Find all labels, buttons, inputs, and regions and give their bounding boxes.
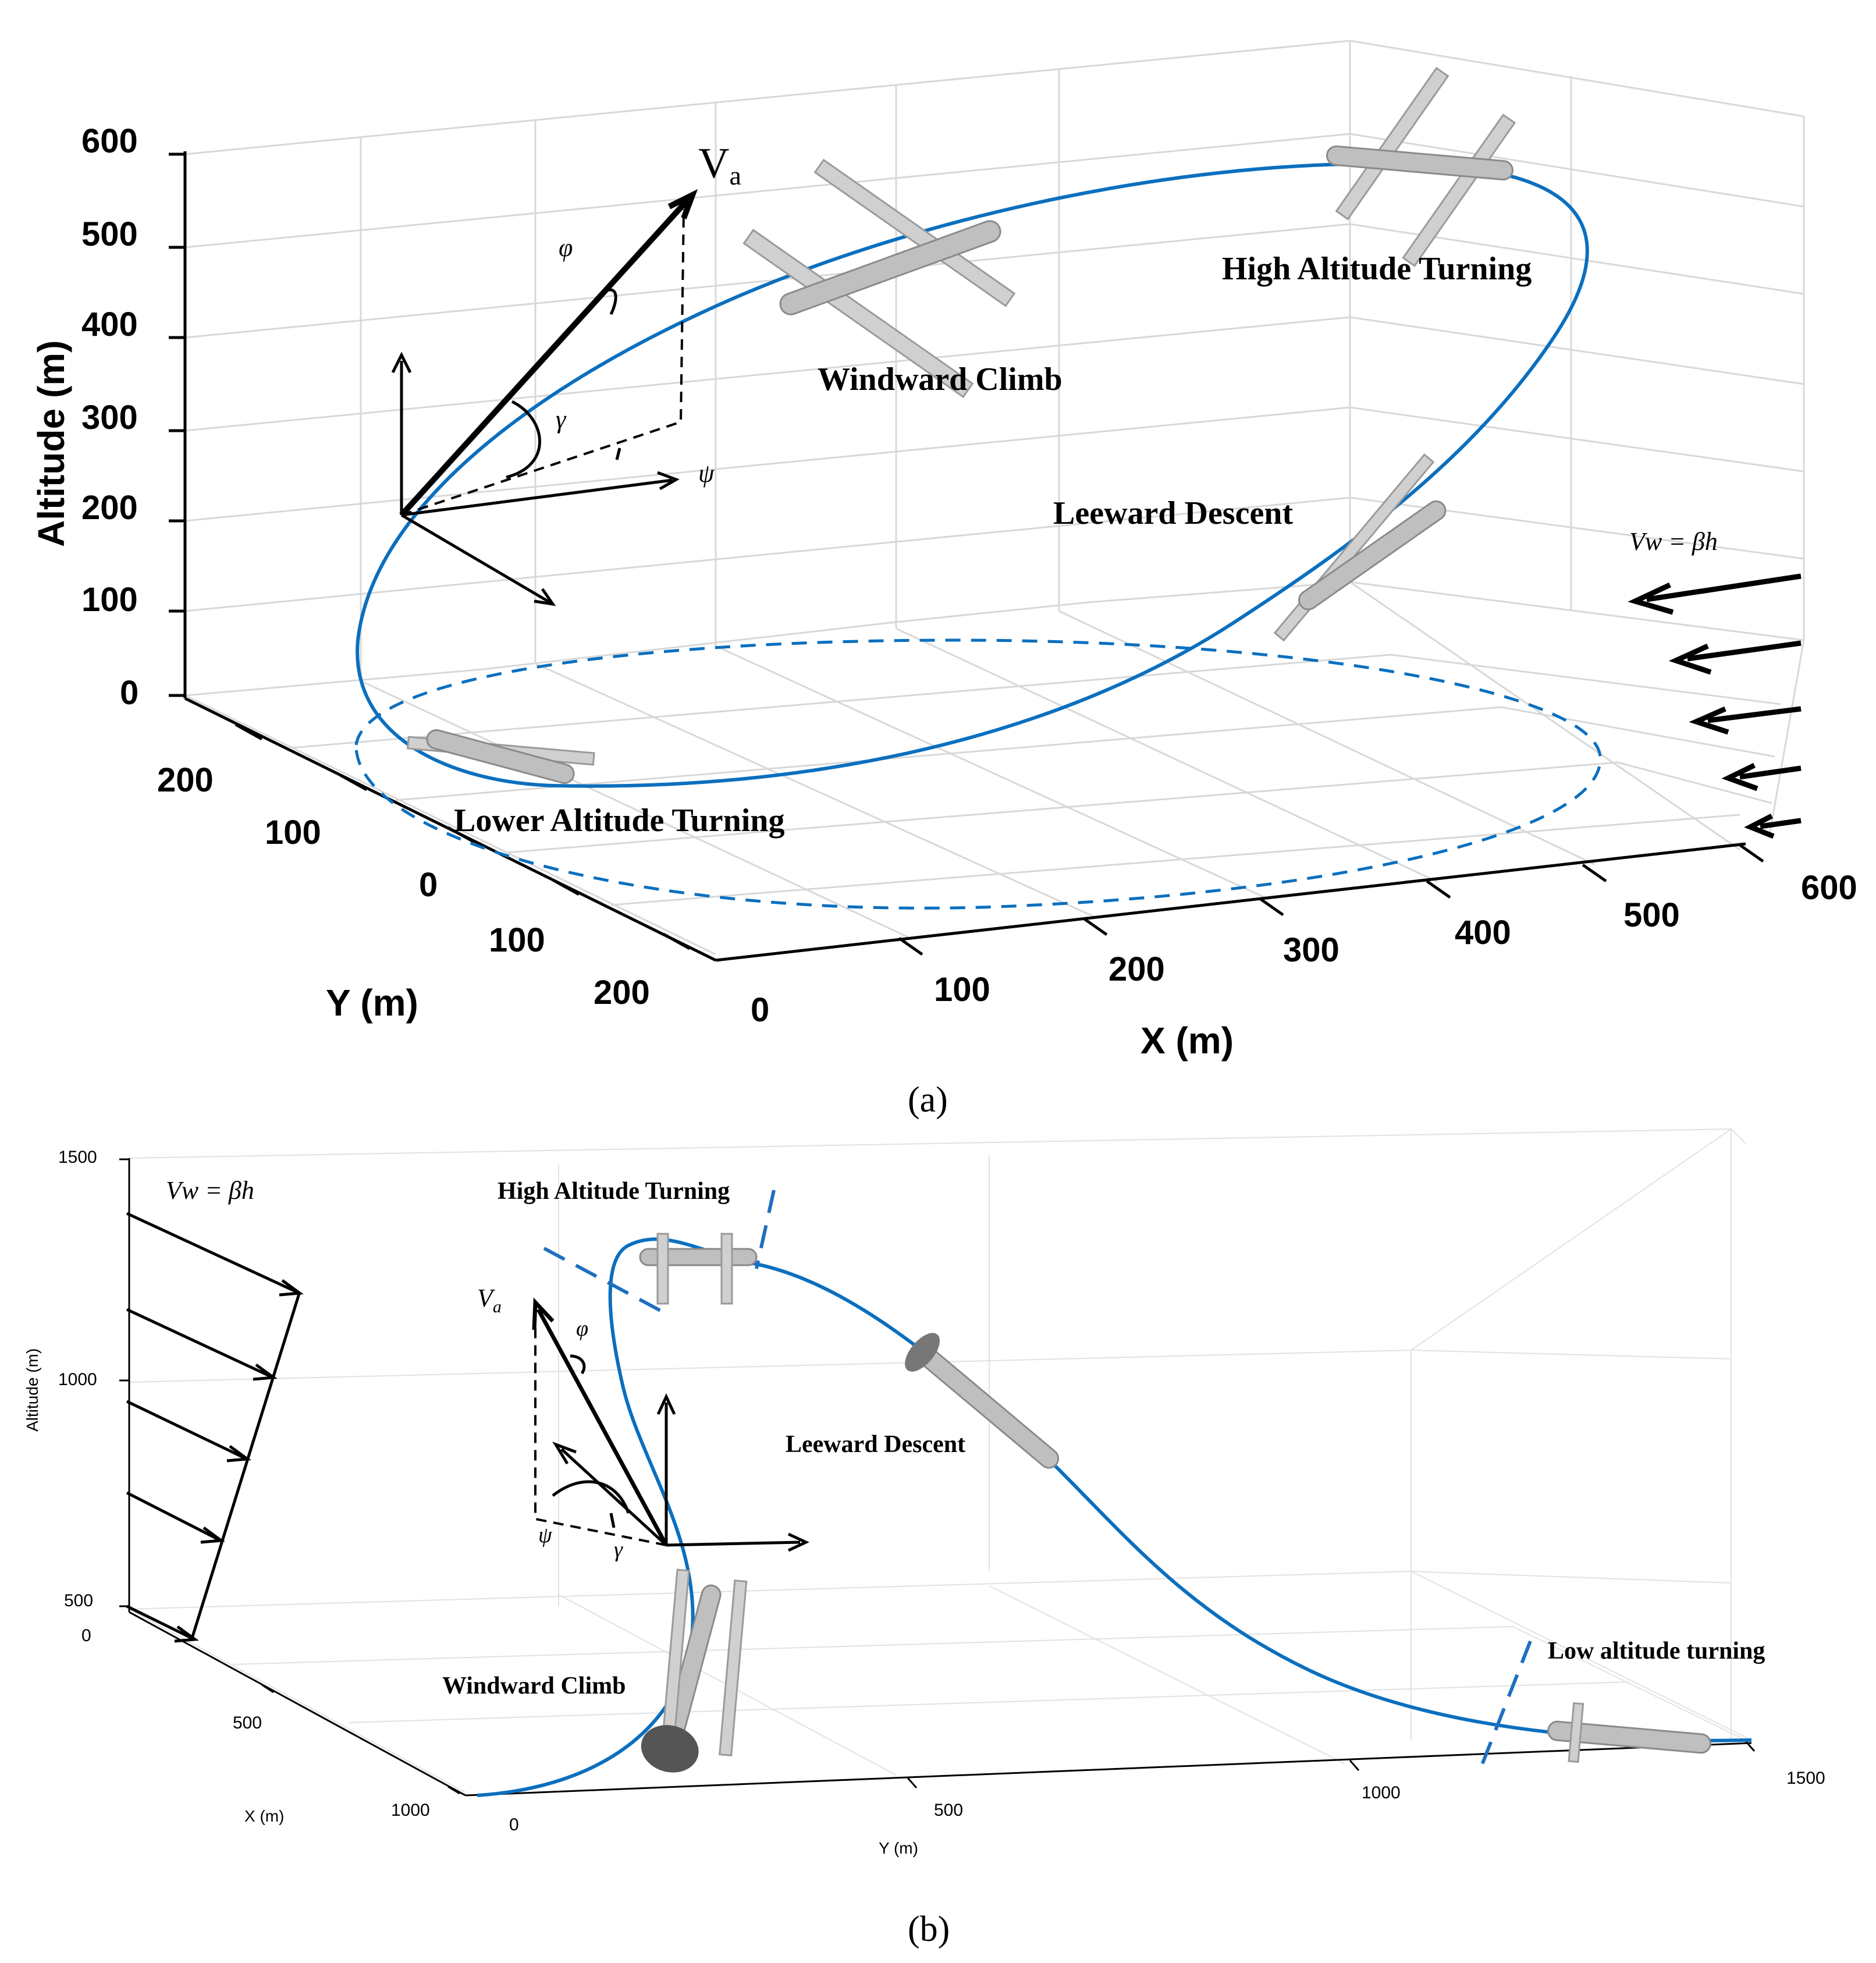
panel-b-z-tick: 500 — [64, 1591, 93, 1610]
panel-a-x-axis — [715, 842, 1746, 962]
panel-b-cut-3 — [1476, 1640, 1532, 1776]
panel-b-frame — [532, 1297, 809, 1552]
panel-a-y-tick: 100 — [265, 814, 321, 851]
panel-b-y-tick: 1000 — [1362, 1783, 1401, 1802]
panel-a-z-ticks: 600 500 400 300 200 100 0 — [81, 122, 138, 712]
panel-a-label-high-altitude-turning: High Altitude Turning — [1222, 251, 1532, 287]
panel-a-z-tick: 300 — [81, 399, 138, 436]
caption-b: (b) — [908, 1909, 950, 1949]
panel-b-y-tick: 0 — [509, 1815, 519, 1834]
panel-b-plane-high — [639, 1233, 758, 1305]
panel-a-x-tick: 100 — [934, 971, 990, 1009]
panel-a-y-label: Y (m) — [326, 982, 418, 1024]
panel-a-z-tick: 0 — [120, 674, 138, 712]
panel-b-cut-1 — [543, 1247, 670, 1317]
panel-b-phi-symbol: φ — [576, 1316, 588, 1341]
panel-b-wind-arrows — [126, 1212, 304, 1643]
panel-b-label-windward-climb: Windward Climb — [442, 1673, 626, 1699]
panel-b-cut-2 — [755, 1190, 776, 1269]
panel-a-grid — [184, 40, 1805, 956]
panel-a-x-tick: 600 — [1801, 869, 1857, 907]
panel-a-x-ticks: 0 100 200 300 400 500 600 — [751, 869, 1857, 1029]
caption-a: (a) — [908, 1080, 948, 1120]
panel-b-label-low-altitude-turning: Low altitude turning — [1548, 1638, 1765, 1664]
panel-a-y-tick: 100 — [489, 921, 545, 959]
panel-a-z-tick: 600 — [81, 122, 138, 160]
panel-a-z-label: Altitude (m) — [30, 340, 72, 548]
panel-a-ground-projection — [354, 638, 1602, 910]
panel-b-plane-descent — [905, 1333, 1060, 1469]
panel-a: 600 500 400 300 200 100 0 200 100 0 100 … — [30, 40, 1857, 1120]
panel-b-y-tick: 1500 — [1786, 1769, 1825, 1788]
panel-a-label-windward-climb: Windward Climb — [818, 361, 1063, 397]
panel-b-gamma-symbol: γ — [614, 1538, 623, 1562]
panel-a-psi-symbol: ψ — [698, 459, 715, 488]
panel-b-trajectory — [477, 1237, 1752, 1797]
panel-b-z-label: Altitude (m) — [23, 1348, 41, 1432]
panel-b-psi-symbol: ψ — [538, 1523, 553, 1547]
panel-a-x-label: X (m) — [1140, 1020, 1234, 1062]
panel-a-plane-high — [1326, 66, 1516, 267]
panel-b-y-ticks: 0 500 1000 1500 — [509, 1769, 1825, 1834]
panel-a-plane-climb — [742, 158, 1016, 399]
panel-a-x-tick: 200 — [1108, 950, 1165, 988]
panel-b-va-symbol: Va — [477, 1284, 502, 1316]
panel-a-wind-equation: Vw = βh — [1629, 527, 1718, 556]
panel-a-x-tick: 400 — [1455, 914, 1511, 952]
panel-b-z-ticks: 1500 1000 500 — [58, 1148, 97, 1610]
panel-a-label-leeward-descent: Leeward Descent — [1053, 495, 1293, 531]
panel-b: 1500 1000 500 0 500 1000 0 500 1000 1500… — [23, 1128, 1825, 1949]
panel-a-x-tick: 300 — [1283, 931, 1340, 969]
panel-b-y-label: Y (m) — [879, 1839, 918, 1857]
panel-a-plane-descent — [1273, 453, 1447, 642]
panel-a-label-lower-altitude-turning: Lower Altitude Turning — [454, 803, 784, 839]
panel-a-x-tick: 500 — [1623, 896, 1680, 934]
panel-b-z-tick: 1500 — [58, 1148, 97, 1167]
panel-a-z-tick: 500 — [81, 215, 138, 253]
panel-a-y-ticks: 200 100 0 100 200 — [157, 761, 650, 1011]
panel-a-wind-arrows — [1628, 573, 1802, 839]
panel-b-plane-climb — [641, 1568, 748, 1773]
panel-a-z-tick: 400 — [81, 306, 138, 343]
panel-a-gamma-symbol: γ — [556, 405, 567, 434]
panel-a-va-symbol: Va — [698, 140, 741, 190]
panel-b-x-tick: 1000 — [391, 1801, 430, 1820]
panel-a-y-tick: 0 — [419, 866, 438, 904]
panel-a-phi-symbol: φ — [559, 233, 573, 262]
panel-b-x-label: X (m) — [244, 1807, 284, 1825]
panel-a-x-tick: 0 — [751, 991, 769, 1029]
panel-b-plane-low — [1547, 1702, 1712, 1763]
panel-b-wind-equation: Vw = βh — [166, 1176, 254, 1205]
panel-b-label-leeward-descent: Leeward Descent — [786, 1431, 965, 1458]
panel-b-x-tick: 500 — [233, 1713, 262, 1733]
panel-a-z-tick: 200 — [81, 489, 138, 527]
panel-a-axes — [169, 151, 1764, 962]
panel-b-y-tick: 500 — [934, 1801, 963, 1820]
panel-b-z-tick: 1000 — [58, 1370, 97, 1389]
panel-b-axes — [119, 1158, 1756, 1797]
panel-b-label-high-altitude-turning: High Altitude Turning — [498, 1178, 730, 1205]
panel-a-y-tick: 200 — [594, 974, 650, 1011]
panel-a-frame — [391, 189, 698, 606]
panel-a-z-tick: 100 — [81, 581, 138, 619]
panel-b-x-ticks: 0 500 1000 — [81, 1626, 430, 1820]
panel-b-x-tick: 0 — [81, 1626, 91, 1645]
panel-b-grid — [129, 1128, 1752, 1793]
panel-a-y-tick: 200 — [157, 761, 214, 799]
panel-a-plane-lower — [406, 729, 595, 785]
